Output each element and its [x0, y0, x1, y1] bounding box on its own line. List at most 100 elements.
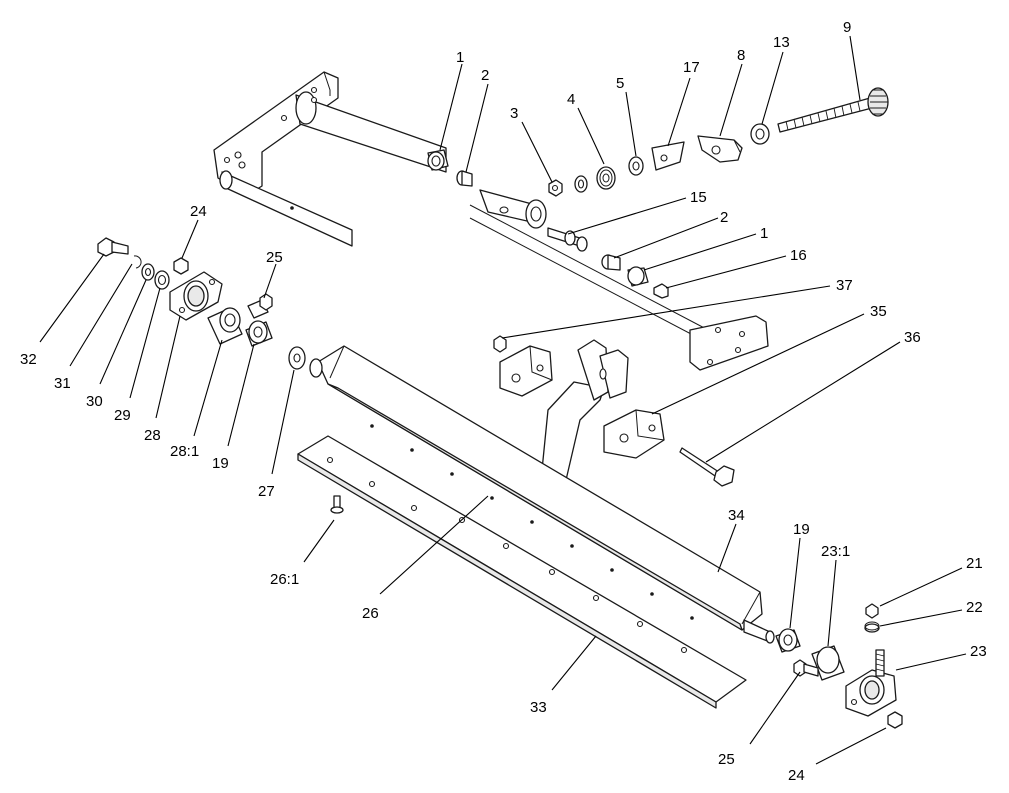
callout-label: 5 — [616, 75, 624, 92]
callout-label: 29 — [114, 407, 131, 424]
callout-label: 34 — [728, 507, 745, 524]
callout-25b: 25 — [718, 671, 801, 768]
callout-label: 30 — [86, 393, 103, 410]
callout-26-1: 26:1 — [270, 519, 335, 588]
callout-2b: 2 — [613, 209, 728, 259]
callout-1b: 1 — [643, 225, 768, 271]
callout-22: 22 — [879, 599, 983, 627]
right-end-parts — [775, 603, 903, 729]
callout-2a: 2 — [465, 67, 489, 173]
bolt-part-36 — [679, 447, 735, 487]
callout-4: 4 — [567, 91, 605, 165]
screw-part-26-1 — [330, 495, 344, 514]
callout-19a: 19 — [212, 343, 255, 472]
callout-label: 33 — [530, 699, 547, 716]
grease-fitting-part-16 — [653, 283, 669, 299]
bedknife-bar-part-34 — [309, 345, 775, 644]
bar-holes — [370, 424, 694, 620]
callout-1a: 1 — [439, 49, 464, 151]
snap-ring-part-31 — [133, 255, 142, 269]
callout-label: 1 — [456, 49, 464, 66]
callout-label: 35 — [870, 303, 887, 320]
callout-label: 19 — [212, 455, 229, 472]
callout-32: 32 — [20, 253, 105, 368]
callout-label: 24 — [788, 767, 805, 784]
callout-label: 28 — [144, 427, 161, 444]
callout-3: 3 — [510, 105, 553, 183]
bushing-part-2b — [601, 254, 621, 271]
callout-27: 27 — [258, 369, 295, 500]
callout-label: 17 — [683, 59, 700, 76]
adjuster-parts — [427, 87, 889, 299]
callout-label: 9 — [843, 19, 851, 36]
callout-label: 37 — [836, 277, 853, 294]
hex-nut-part-3 — [548, 179, 563, 197]
pin-part-15 — [547, 227, 588, 252]
bushing-part-1 — [427, 149, 449, 171]
callout-19b: 19 — [789, 521, 810, 629]
callout-33: 33 — [530, 635, 597, 716]
callout-23-1: 23:1 — [821, 543, 850, 647]
callout-label: 16 — [790, 247, 807, 264]
left-end-parts — [97, 237, 306, 370]
bushing-part-19a — [245, 320, 273, 347]
callout-label: 32 — [20, 351, 37, 368]
callout-17: 17 — [667, 59, 700, 147]
callout-24a: 24 — [181, 203, 207, 259]
callout-label: 26:1 — [270, 571, 299, 588]
callout-label: 36 — [904, 329, 921, 346]
bushing-part-19b — [775, 628, 801, 653]
adjuster-housing — [479, 189, 547, 229]
callout-37: 37 — [501, 277, 853, 339]
callout-label: 31 — [54, 375, 71, 392]
callout-label: 25 — [718, 751, 735, 768]
callout-label: 27 — [258, 483, 275, 500]
callout-label: 19 — [793, 521, 810, 538]
callout-21: 21 — [879, 555, 983, 607]
washer-part-29 — [154, 270, 170, 290]
washer-part-30 — [141, 263, 155, 281]
center-bracket — [493, 335, 735, 487]
callout-29: 29 — [114, 287, 161, 424]
callout-label: 23:1 — [821, 543, 850, 560]
callout-label: 28:1 — [170, 443, 199, 460]
nut-part-24b — [887, 711, 903, 729]
frame-assembly — [213, 71, 769, 371]
adjusting-rod-part-9 — [777, 87, 889, 133]
callout-label: 24 — [190, 203, 207, 220]
bearing-part-28-1 — [207, 307, 243, 345]
callout-label: 8 — [737, 47, 745, 64]
callouts: 1 2 3 4 5 17 8 13 9 24 15 2 1 16 25 37 3… — [20, 19, 987, 784]
callout-label: 15 — [690, 189, 707, 206]
flange-housing-part-28 — [169, 271, 223, 321]
callout-label: 25 — [266, 249, 283, 266]
callout-label: 13 — [773, 34, 790, 51]
nut-part-24a — [173, 257, 189, 275]
bushing-part-13 — [750, 123, 770, 145]
callout-25a: 25 — [263, 249, 283, 299]
callout-28: 28 — [144, 315, 181, 444]
bolt-part-25a — [247, 293, 273, 319]
callout-label: 22 — [966, 599, 983, 616]
callout-9: 9 — [843, 19, 861, 101]
callout-label: 26 — [362, 605, 379, 622]
callout-13: 13 — [761, 34, 790, 125]
callout-16: 16 — [665, 247, 807, 289]
spring-part-4 — [596, 166, 616, 190]
callout-8: 8 — [719, 47, 745, 137]
washer-part-5 — [628, 156, 644, 176]
bolt-part-32 — [97, 237, 129, 257]
nut-part-37 — [493, 335, 507, 353]
washer-part-22 — [864, 621, 880, 633]
callout-24b: 24 — [788, 727, 887, 784]
callout-28-1: 28:1 — [170, 339, 223, 460]
callout-30: 30 — [86, 279, 147, 410]
bedknife-holes — [326, 456, 688, 654]
callout-label: 2 — [720, 209, 728, 226]
callout-5: 5 — [616, 75, 637, 157]
bushing-part-2 — [456, 170, 473, 187]
callout-35: 35 — [651, 303, 887, 415]
callout-31: 31 — [54, 263, 133, 392]
callout-36: 36 — [705, 329, 921, 463]
